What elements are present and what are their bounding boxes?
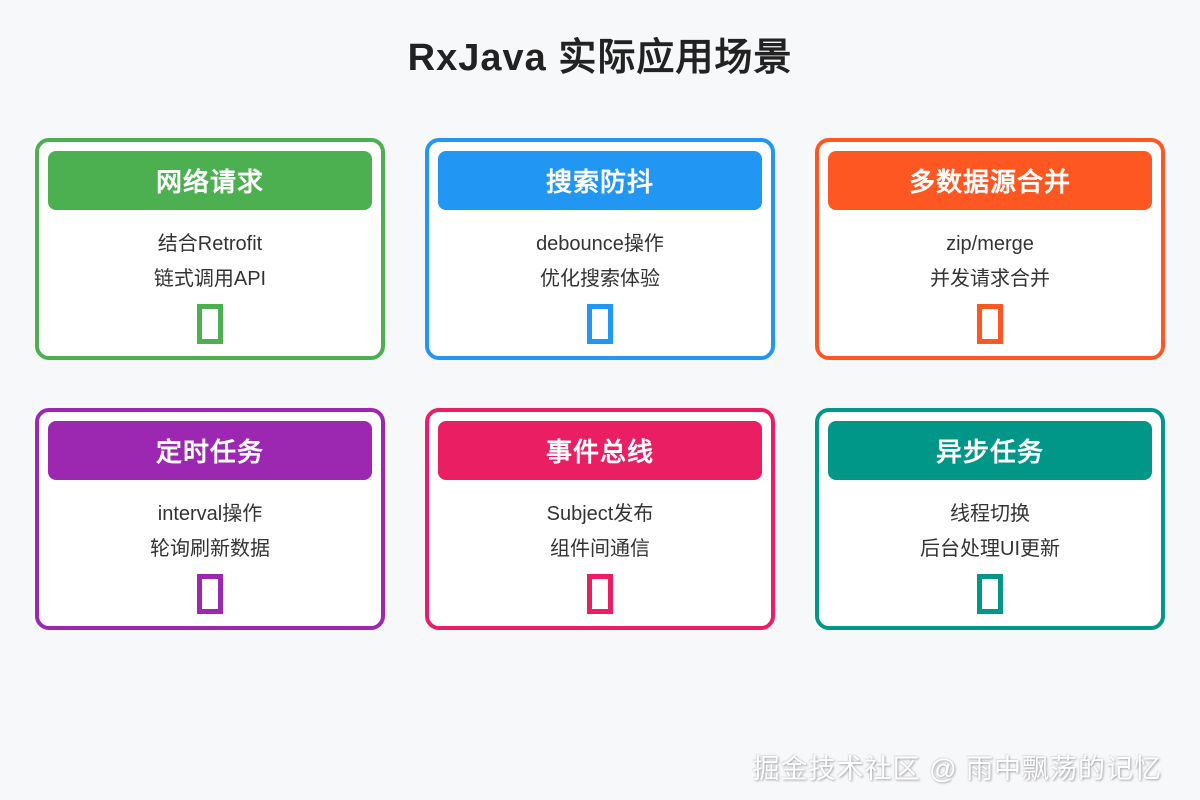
cards-grid: 网络请求 结合Retrofit 链式调用API 搜索防抖 debounce操作 … <box>35 138 1165 630</box>
missing-glyph-icon <box>977 574 1003 614</box>
card-body: zip/merge 并发请求合并 <box>828 234 1152 349</box>
card-title: 多数据源合并 <box>828 151 1152 210</box>
card-description-line: 结合Retrofit <box>157 233 263 255</box>
card-title: 搜索防抖 <box>438 151 762 210</box>
card-scheduled-task: 定时任务 interval操作 轮询刷新数据 <box>35 408 385 630</box>
card-title: 网络请求 <box>48 151 372 210</box>
missing-glyph-icon <box>197 574 223 614</box>
card-description-line: 并发请求合并 <box>930 268 1050 290</box>
missing-glyph-icon <box>587 574 613 614</box>
card-title: 异步任务 <box>828 421 1152 480</box>
card-network-request: 网络请求 结合Retrofit 链式调用API <box>35 138 385 360</box>
card-title: 定时任务 <box>48 421 372 480</box>
card-title: 事件总线 <box>438 421 762 480</box>
card-search-debounce: 搜索防抖 debounce操作 优化搜索体验 <box>425 138 775 360</box>
missing-glyph-icon <box>977 304 1003 344</box>
card-description-line: 线程切换 <box>950 503 1030 525</box>
missing-glyph-icon <box>587 304 613 344</box>
card-body: 结合Retrofit 链式调用API <box>48 234 372 349</box>
card-description-line: 组件间通信 <box>550 538 650 560</box>
card-description-line: 轮询刷新数据 <box>150 538 270 560</box>
card-body: 线程切换 后台处理UI更新 <box>828 504 1152 619</box>
card-merge-datasources: 多数据源合并 zip/merge 并发请求合并 <box>815 138 1165 360</box>
card-body: interval操作 轮询刷新数据 <box>48 504 372 619</box>
page-title: RxJava 实际应用场景 <box>407 37 793 79</box>
card-description-line: interval操作 <box>157 503 263 525</box>
card-async-task: 异步任务 线程切换 后台处理UI更新 <box>815 408 1165 630</box>
card-description-line: debounce操作 <box>536 233 664 255</box>
card-event-bus: 事件总线 Subject发布 组件间通信 <box>425 408 775 630</box>
card-body: debounce操作 优化搜索体验 <box>438 234 762 349</box>
card-body: Subject发布 组件间通信 <box>438 504 762 619</box>
card-description-line: 优化搜索体验 <box>540 268 660 290</box>
card-description-line: Subject发布 <box>546 503 654 525</box>
card-description-line: 后台处理UI更新 <box>920 538 1060 560</box>
watermark: 掘金技术社区 @ 雨中飘荡的记忆 <box>752 754 1162 784</box>
missing-glyph-icon <box>197 304 223 344</box>
card-description-line: 链式调用API <box>153 268 267 290</box>
card-description-line: zip/merge <box>946 233 1034 255</box>
